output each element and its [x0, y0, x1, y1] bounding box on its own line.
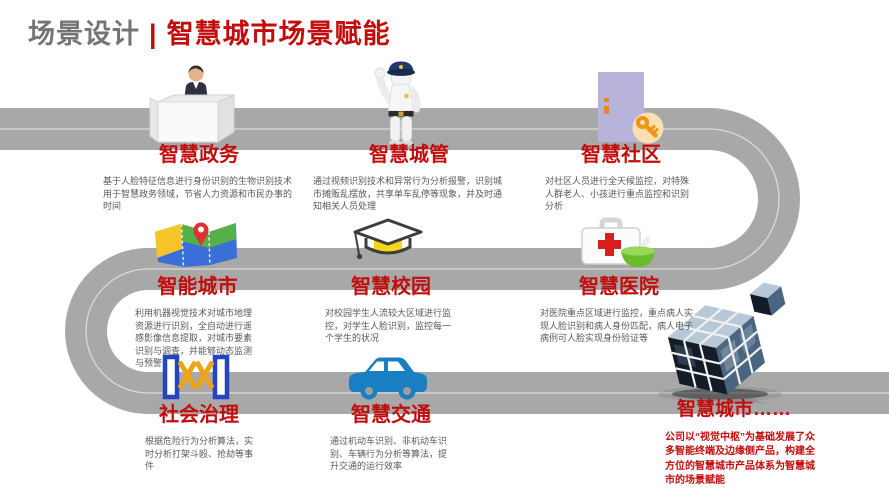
- road-center-line: [0, 128, 889, 394]
- security-gate-icon: [162, 354, 230, 400]
- slide-header: 场景设计 | 智慧城市场景赋能: [28, 12, 391, 51]
- item-smart-campus: 智慧校园 对校园学生人流较大区域进行监控，对学生人脸识别，监控每一个学生的状况: [325, 276, 457, 345]
- item-smart-community: 智慧社区 对社区人员进行全天候监控，对特殊人群老人、小孩进行重点监控和识别分析: [545, 144, 697, 213]
- item-desc: 通过机动车识别、非机动车识别、车辆行为分析等算法，提升交通的运行效率: [330, 436, 448, 472]
- item-title: 智慧社区: [581, 144, 661, 166]
- item-smart-government: 智慧政务 基于人脸特征信息进行身份识别的生物识别技术用于智慧政务领域，节省人力资…: [103, 144, 295, 213]
- item-title: 智能城市: [157, 276, 238, 298]
- header-divider: |: [149, 19, 158, 49]
- item-desc: 对校园学生人流较大区域进行监控，对学生人脸识别，监控每一个学生的状况: [325, 308, 452, 344]
- item-desc: 利用机器视觉技术对城市地理资源进行识别，全自动进行遥感影像信息提取，对城市要素识…: [135, 308, 253, 369]
- item-smart-transportation: 智慧交通 通过机动车识别、非机动车识别、车辆行为分析等算法，提升交通的运行效率: [330, 404, 452, 473]
- item-desc: 公司以“视觉中枢”为基础发展了众多智能终端及边缘侧产品，构建全方位的智慧城市产品…: [665, 431, 815, 487]
- traffic-police-icon: [368, 54, 434, 146]
- item-title: 智慧城市……: [677, 399, 792, 420]
- map-pin-icon: [153, 218, 239, 270]
- item-desc: 对社区人员进行全天候监控，对特殊人群老人、小孩进行重点监控和识别分析: [545, 176, 690, 212]
- item-smart-city-summary: 智慧城市…… 公司以“视觉中枢”为基础发展了众多智能终端及边缘侧产品，构建全方位…: [665, 399, 821, 489]
- item-title: 社会治理: [159, 404, 239, 426]
- reception-desk-icon: [146, 62, 242, 146]
- item-desc: 根据危险行为分析算法，实时分析打架斗殴、抢劫等事件: [145, 436, 254, 472]
- city-cube-icon: [658, 282, 798, 408]
- item-title: 智慧交通: [351, 404, 431, 426]
- item-title: 智慧政务: [159, 144, 239, 166]
- item-smart-city-management: 智慧城管 通过视频识别技术和异常行为分析报警，识别城市摊贩乱摆放，共享单车乱停等…: [313, 144, 505, 213]
- header-section-label: 场景设计: [28, 19, 140, 49]
- door-key-icon: [592, 70, 666, 148]
- item-desc: 对医院重点区域进行监控，重点病人实现人脸识别和病人身份匹配，病人电子病例可人脸实…: [540, 308, 694, 344]
- first-aid-kit-icon: [576, 216, 660, 270]
- page-title: 智慧城市场景赋能: [166, 19, 391, 49]
- item-smart-hospital: 智慧医院 对医院重点区域进行监控，重点病人实现人脸识别和病人身份匹配，病人电子病…: [540, 276, 698, 345]
- car-icon: [348, 352, 428, 402]
- graduation-cap-icon: [348, 218, 428, 266]
- item-title: 智慧医院: [579, 276, 659, 298]
- item-title: 智慧城管: [369, 144, 449, 166]
- item-intelligent-city: 智能城市 利用机器视觉技术对城市地理资源进行识别，全自动进行遥感影像信息提取，对…: [135, 276, 260, 370]
- item-desc: 通过视频识别技术和异常行为分析报警，识别城市摊贩乱摆放，共享单车乱停等现象，并及…: [313, 176, 503, 212]
- item-title: 智慧校园: [351, 276, 431, 298]
- item-social-governance: 社会治理 根据危险行为分析算法，实时分析打架斗殴、抢劫等事件: [145, 404, 253, 473]
- item-desc: 基于人脸特征信息进行身份识别的生物识别技术用于智慧政务领域，节省人力资源和市民办…: [103, 176, 293, 212]
